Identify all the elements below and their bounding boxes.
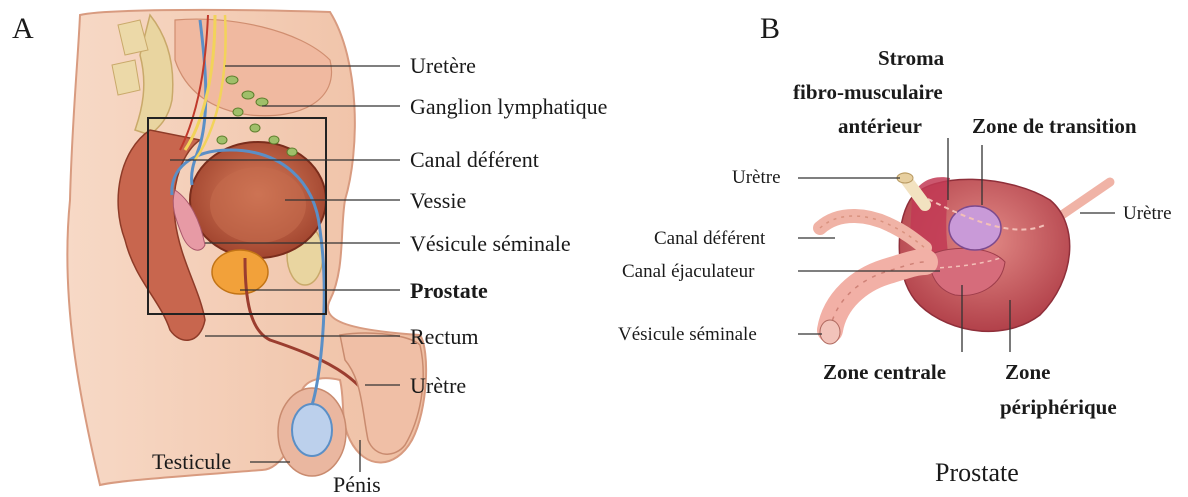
panel-b-letter: B (760, 14, 780, 44)
label-vessie: Vessie (410, 190, 466, 212)
label-canal-deferent-b: Canal déférent (654, 229, 765, 248)
testicle (292, 404, 332, 456)
label-vesicule: Vésicule séminale (410, 233, 571, 255)
label-uretre: Urètre (410, 375, 466, 397)
label-vesicule-b: Vésicule séminale (618, 325, 757, 344)
label-uretre-right: Urètre (1123, 204, 1172, 223)
label-penis: Pénis (333, 474, 381, 496)
panel-b-illustration (798, 138, 1115, 352)
label-zone-periph-2: périphérique (1000, 397, 1117, 418)
prostate (212, 250, 268, 294)
panel-a-illustration (67, 10, 426, 485)
label-canal-ejaculateur: Canal éjaculateur (622, 262, 754, 281)
panel-b-title: Prostate (935, 460, 1019, 486)
label-zone-transition: Zone de transition (972, 116, 1137, 137)
label-stroma-2: fibro-musculaire (793, 82, 943, 103)
label-testicule: Testicule (152, 451, 231, 473)
label-canal-deferent: Canal déférent (410, 149, 539, 171)
label-uretre-left: Urètre (732, 168, 781, 187)
label-ganglion: Ganglion lymphatique (410, 96, 607, 118)
label-uretere: Uretère (410, 55, 476, 77)
seminal-vesicle-b (830, 262, 925, 330)
bladder-wall-inner (210, 167, 306, 243)
label-stroma-1: Stroma (878, 48, 944, 69)
label-zone-centrale: Zone centrale (823, 362, 946, 383)
label-rectum: Rectum (410, 326, 478, 348)
label-prostate: Prostate (410, 280, 488, 302)
label-stroma-3: antérieur (838, 116, 922, 137)
label-zone-periph-1: Zone (1005, 362, 1051, 383)
panel-a-letter: A (12, 14, 34, 44)
